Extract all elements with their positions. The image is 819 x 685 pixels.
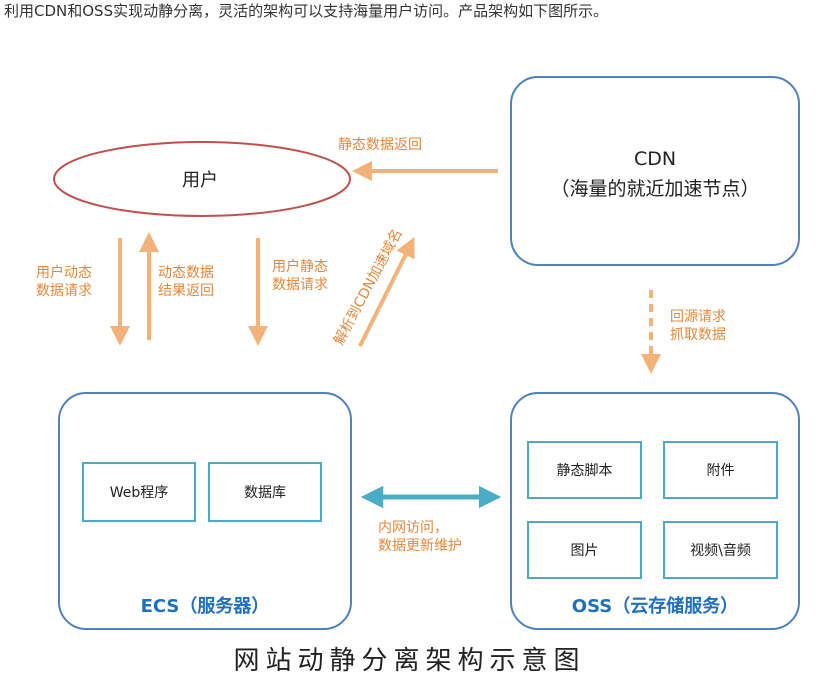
oss-box: 静态脚本 附件 图片 视频\音频 OSS（云存储服务） (510, 392, 800, 630)
label-dynamic-return-2: 结果返回 (158, 283, 214, 299)
oss-item-image: 图片 (527, 521, 642, 579)
label-origin-fetch-1: 回源请求 (670, 309, 726, 325)
oss-title: OSS（云存储服务） (571, 596, 739, 617)
label-static-request-1: 用户静态 (272, 259, 328, 275)
oss-item-label: 附件 (706, 463, 735, 479)
web-program-label: Web程序 (109, 485, 169, 501)
diagram-caption: 网站动静分离架构示意图 (233, 646, 586, 676)
label-intranet-2: 数据更新维护 (378, 538, 462, 554)
label-static-return: 静态数据返回 (338, 137, 422, 153)
oss-item-attachment: 附件 (663, 441, 778, 499)
oss-item-label: 静态脚本 (556, 463, 613, 479)
database-label: 数据库 (244, 485, 286, 501)
label-static-request-2: 数据请求 (272, 277, 328, 293)
cdn-subtitle: （海量的就近加速节点） (550, 178, 760, 200)
user-label: 用户 (182, 170, 218, 191)
label-intranet-1: 内网访问， (378, 520, 448, 536)
cdn-title: CDN (633, 148, 677, 170)
label-origin-fetch-2: 抓取数据 (670, 327, 726, 343)
user-ellipse (53, 141, 351, 217)
oss-item-label: 图片 (570, 543, 599, 559)
oss-item-video-audio: 视频\音频 (663, 521, 778, 579)
label-dynamic-return-1: 动态数据 (158, 265, 214, 281)
arrow-resolve-cdn (358, 237, 415, 347)
cdn-box: CDN （海量的就近加速节点） (510, 76, 800, 266)
web-program-box: Web程序 (82, 462, 196, 522)
ecs-box: Web程序 数据库 ECS（服务器） (58, 392, 352, 630)
oss-item-static-script: 静态脚本 (527, 441, 642, 499)
oss-item-label: 视频\音频 (690, 543, 751, 559)
label-dynamic-request-2: 数据请求 (36, 283, 92, 299)
intro-text: 利用CDN和OSS实现动静分离，灵活的架构可以支持海量用户访问。产品架构如下图所… (4, 2, 609, 20)
database-box: 数据库 (208, 462, 322, 522)
ecs-title: ECS（服务器） (140, 596, 270, 617)
label-dynamic-request-1: 用户动态 (36, 265, 92, 281)
